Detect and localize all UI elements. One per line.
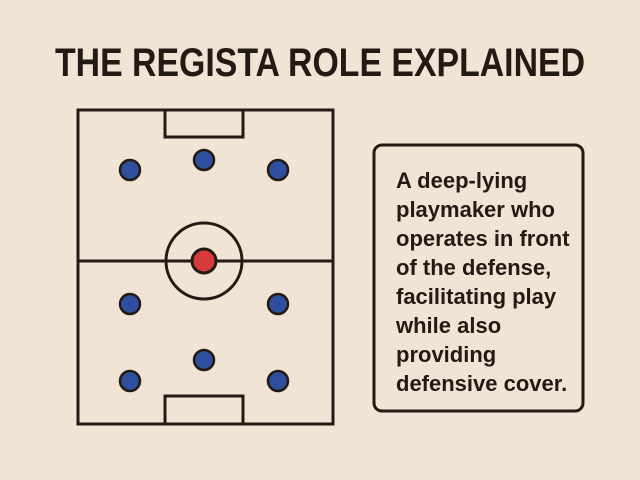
football-pitch bbox=[76, 108, 335, 426]
teammate-marker bbox=[118, 369, 142, 393]
center-circle bbox=[164, 221, 244, 301]
description-line: A deep-lying bbox=[396, 168, 527, 193]
description-line: providing bbox=[396, 342, 496, 367]
teammate-marker bbox=[118, 158, 142, 182]
description-line: while also bbox=[395, 313, 501, 338]
description-line: defensive cover. bbox=[396, 371, 567, 396]
description-box: A deep-lying playmaker who operates in f… bbox=[372, 143, 585, 413]
bottom-penalty-box bbox=[163, 394, 245, 426]
top-penalty-box bbox=[163, 108, 245, 139]
description-frame bbox=[372, 143, 585, 413]
page-title: THE REGISTA ROLE EXPLAINED bbox=[55, 41, 585, 85]
teammate-marker bbox=[192, 148, 216, 172]
description-line: of the defense, bbox=[396, 255, 551, 280]
description-line: playmaker who bbox=[396, 197, 555, 222]
teammate-marker bbox=[266, 158, 290, 182]
players bbox=[118, 148, 290, 393]
teammate-marker bbox=[266, 369, 290, 393]
teammate-marker bbox=[266, 292, 290, 316]
description-line: facilitating play bbox=[396, 284, 557, 309]
teammate-marker bbox=[118, 292, 142, 316]
regista-player-marker bbox=[190, 247, 218, 275]
description-line: operates in front bbox=[396, 226, 570, 251]
teammate-marker bbox=[192, 348, 216, 372]
